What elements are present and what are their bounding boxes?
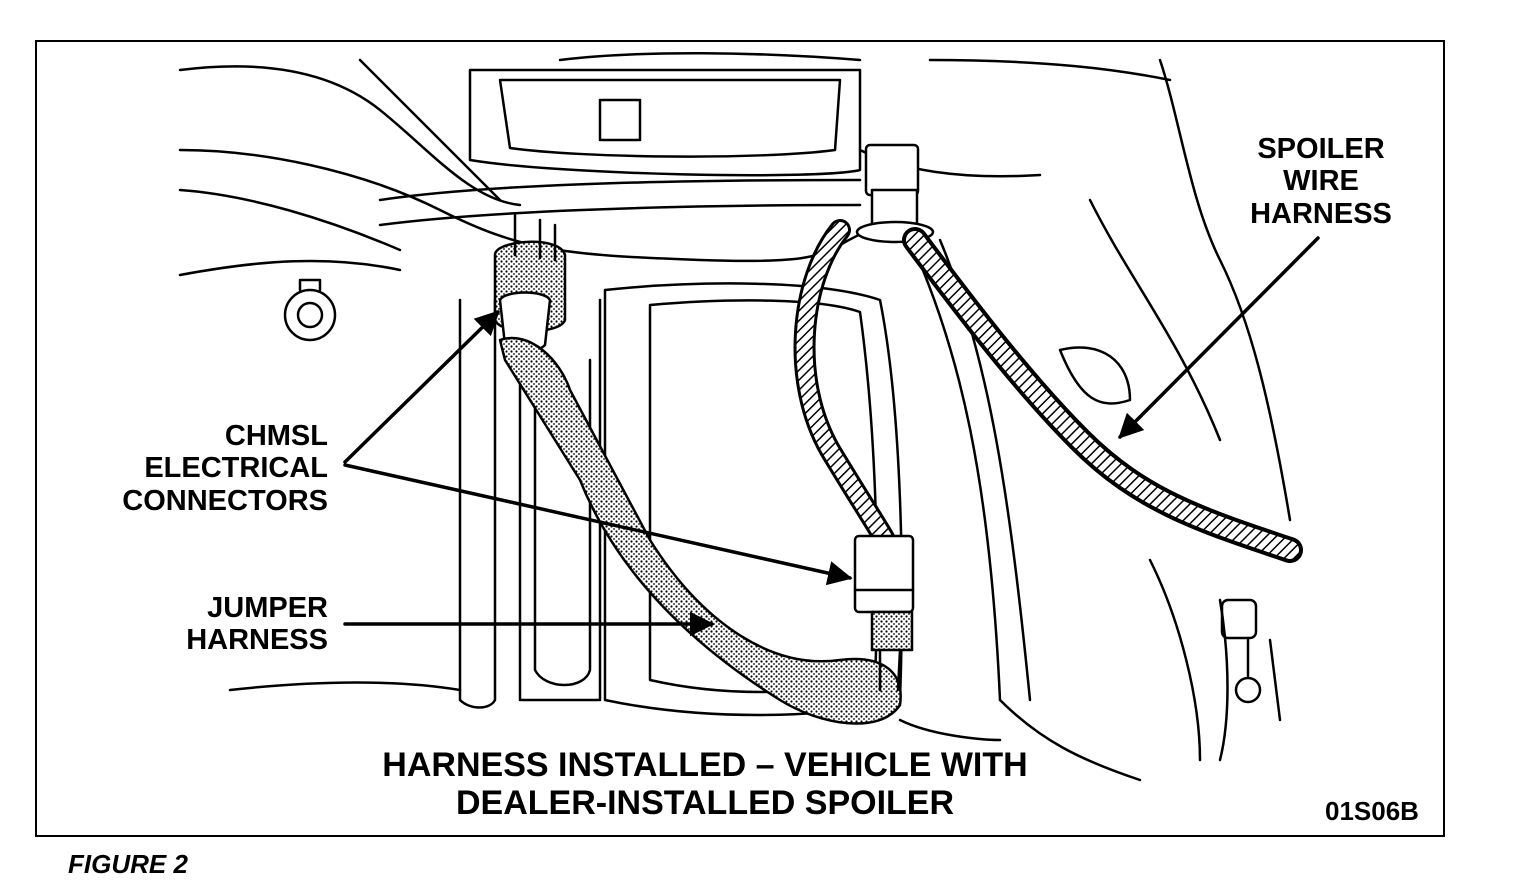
label-spoiler-wire-harness: SPOILER WIRE HARNESS bbox=[1250, 133, 1392, 230]
body-contour bbox=[178, 259, 402, 277]
body-contour bbox=[1058, 346, 1132, 405]
body-contour bbox=[928, 58, 1172, 82]
figure-code: 01S06B bbox=[1325, 796, 1419, 826]
panel-cutout bbox=[648, 299, 879, 694]
body-contour bbox=[358, 58, 502, 202]
body-opening bbox=[468, 68, 862, 177]
floor-line bbox=[898, 718, 1002, 742]
shelf-bar bbox=[378, 178, 862, 202]
panel-cutout bbox=[533, 358, 592, 687]
chmsl-connector-lower bbox=[853, 534, 915, 614]
figure-frame bbox=[35, 40, 1445, 837]
body-contour bbox=[178, 188, 402, 252]
body-contour bbox=[1268, 638, 1282, 722]
panel-cutout bbox=[458, 298, 497, 709]
chmsl-connector-lower bbox=[870, 610, 914, 652]
body-contour bbox=[1158, 58, 1292, 522]
jumper-harness bbox=[498, 336, 902, 725]
body-contour bbox=[998, 698, 1142, 782]
bolt bbox=[296, 301, 324, 329]
floor-line bbox=[228, 681, 462, 692]
body-contour bbox=[908, 238, 1002, 702]
body-contour bbox=[1088, 198, 1222, 442]
spoiler-wire-harness bbox=[902, 227, 1303, 563]
leader-arrow bbox=[1118, 236, 1320, 439]
body-contour bbox=[558, 52, 862, 62]
clip bbox=[1220, 598, 1258, 640]
spoiler-wire-harness bbox=[906, 231, 1299, 559]
shelf-bar bbox=[378, 203, 862, 227]
body-contour bbox=[178, 65, 522, 207]
figure-label: FIGURE 2 bbox=[68, 849, 188, 879]
label-jumper-harness: JUMPER HARNESS bbox=[186, 592, 328, 657]
body-connector bbox=[864, 143, 920, 197]
bolt bbox=[283, 288, 337, 342]
body-opening bbox=[598, 98, 642, 142]
clip bbox=[1234, 676, 1262, 704]
panel-cutout bbox=[603, 282, 904, 717]
body-contour bbox=[1148, 558, 1202, 762]
leader-arrow bbox=[343, 310, 500, 464]
corrugated-loom bbox=[796, 222, 893, 548]
leader-arrow bbox=[343, 463, 853, 586]
figure-caption: HARNESS INSTALLED – VEHICLE WITH DEALER-… bbox=[382, 746, 1028, 823]
label-chmsl-electrical-connectors: CHMSL ELECTRICAL CONNECTORS bbox=[122, 420, 328, 517]
body-opening bbox=[498, 78, 842, 158]
